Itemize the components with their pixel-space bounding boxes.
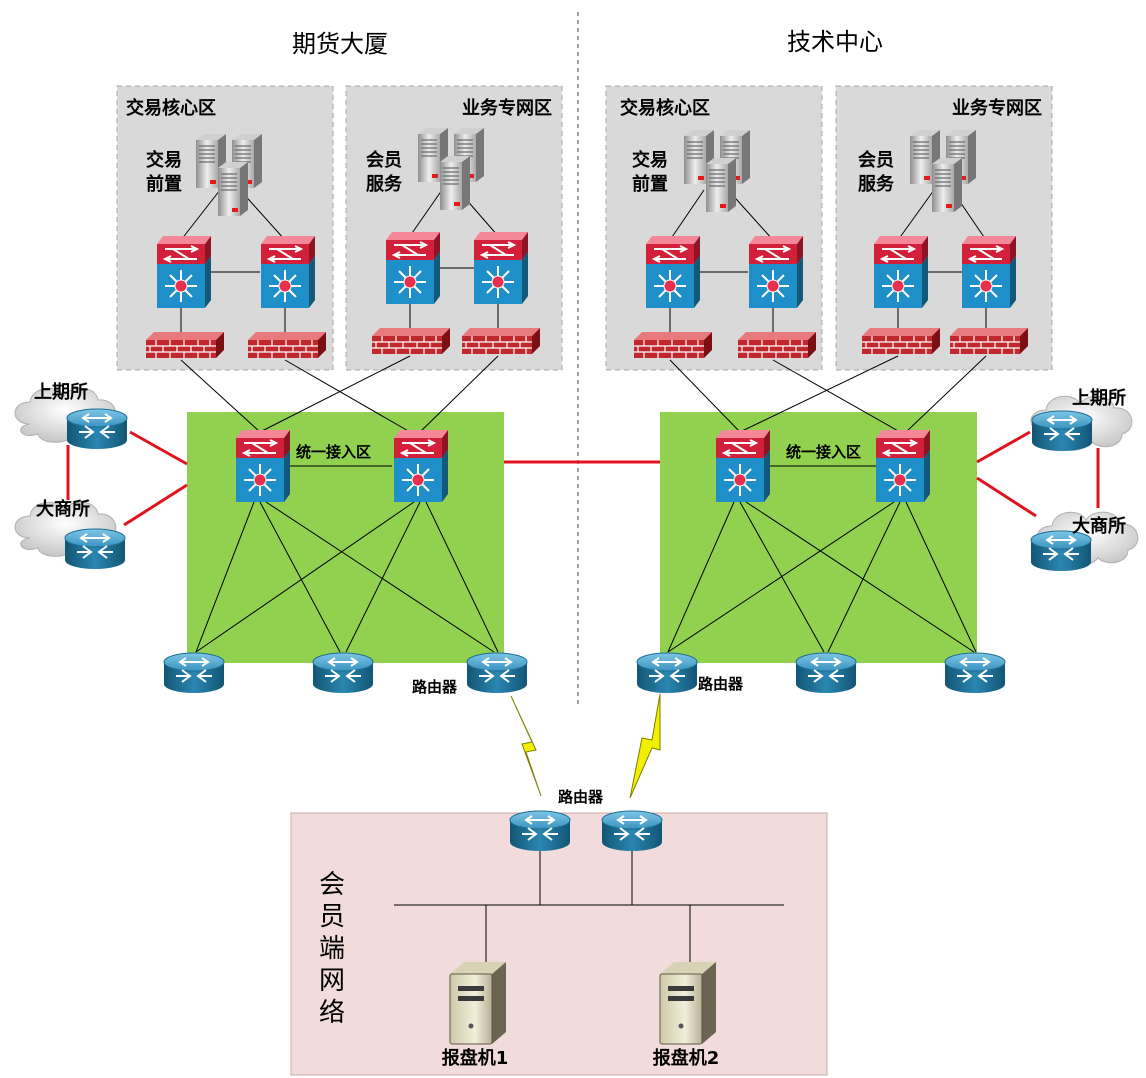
member-router-label: 路由器 (558, 788, 604, 806)
firewall-trading-right-b (737, 331, 817, 359)
firewall-business-right-a (861, 327, 941, 355)
zone-panel-trading-right (605, 85, 823, 371)
server-label-member-right-2: 服务 (858, 173, 895, 195)
core-switch-business-left-a (385, 231, 441, 305)
member-router-2 (601, 810, 663, 852)
router-icon-exchange-right-1 (1031, 410, 1093, 452)
member-network-area (290, 812, 828, 1076)
zone-panel-business-left (345, 85, 563, 371)
core-switch-business-left-b (473, 231, 529, 305)
zone-label-business-left: 业务专网区 (462, 97, 552, 119)
server-label-trading-left-2: 前置 (146, 173, 182, 195)
access-switch-left-a (235, 429, 291, 503)
computer-icon-host-2 (659, 961, 717, 1045)
core-switch-trading-left-b (260, 235, 316, 309)
exchange-label-right-2: 大商所 (1072, 515, 1126, 537)
member-network-title-char-4: 网 (319, 966, 345, 996)
core-switch-business-right-b (961, 235, 1017, 309)
zone-label-business-right: 业务专网区 (952, 97, 1042, 119)
zone-label-trading-left: 交易核心区 (126, 97, 216, 119)
core-switch-trading-right-a (645, 235, 701, 309)
edge-router-right-3 (944, 652, 1006, 694)
wan-links (66, 430, 1100, 527)
host-label-2: 报盘机2 (653, 1047, 720, 1069)
member-network-title-char-3: 端 (319, 934, 345, 964)
router-icon-exchange-left-2 (64, 528, 126, 570)
server-label-trading-right-1: 交易 (632, 149, 668, 171)
server-label-trading-left-1: 交易 (146, 149, 182, 171)
zone-label-trading-right: 交易核心区 (620, 97, 710, 119)
exchange-label-left-1: 上期所 (34, 382, 88, 403)
member-router-1 (509, 810, 571, 852)
edge-router-right-2 (795, 652, 857, 694)
access-switch-right-b (875, 429, 931, 503)
exchange-label-right-1: 上期所 (1072, 388, 1126, 409)
firewall-business-left-a (371, 327, 451, 355)
access-switch-left-b (393, 429, 449, 503)
router-icon-exchange-left-1 (66, 408, 128, 450)
edge-router-left-2 (312, 652, 374, 694)
site-title-right: 技术中心 (787, 28, 883, 56)
router-label-left: 路由器 (412, 678, 458, 696)
host-label-1: 报盘机1 (442, 1047, 509, 1069)
core-switch-trading-right-b (748, 235, 804, 309)
member-network-title-char-2: 员 (319, 902, 345, 932)
firewall-trading-left-a (145, 331, 225, 359)
edge-router-left-1 (163, 652, 225, 694)
zone-panel-trading-left (116, 85, 334, 371)
access-zone-label-left: 统一接入区 (296, 443, 371, 461)
server-label-trading-right-2: 前置 (632, 173, 668, 195)
exchange-label-left-2: 大商所 (36, 498, 90, 520)
server-label-member-left-1: 会员 (366, 149, 402, 171)
server-label-member-left-2: 服务 (366, 173, 403, 195)
access-switch-right-a (715, 429, 771, 503)
zone-panel-business-right (835, 85, 1053, 371)
lightning-link-left (510, 695, 542, 797)
core-switch-trading-left-a (156, 235, 212, 309)
core-switch-business-right-a (873, 235, 929, 309)
edge-router-right-1 (636, 652, 698, 694)
server-label-member-right-1: 会员 (858, 149, 894, 171)
firewall-trading-left-b (247, 331, 327, 359)
edge-router-left-3 (466, 652, 528, 694)
computer-icon-host-1 (449, 961, 507, 1045)
lightning-link-right (629, 693, 661, 799)
site-title-left: 期货大厦 (292, 30, 388, 58)
firewall-business-right-b (949, 327, 1029, 355)
wires (180, 189, 987, 968)
access-zone-label-right: 统一接入区 (786, 443, 861, 461)
router-icon-exchange-right-2 (1030, 530, 1092, 572)
firewall-business-left-b (461, 327, 541, 355)
member-network-title-char-1: 会 (319, 870, 345, 900)
firewall-trading-right-a (633, 331, 713, 359)
router-label-right: 路由器 (698, 675, 744, 693)
member-network-title-char-5: 络 (319, 998, 345, 1028)
